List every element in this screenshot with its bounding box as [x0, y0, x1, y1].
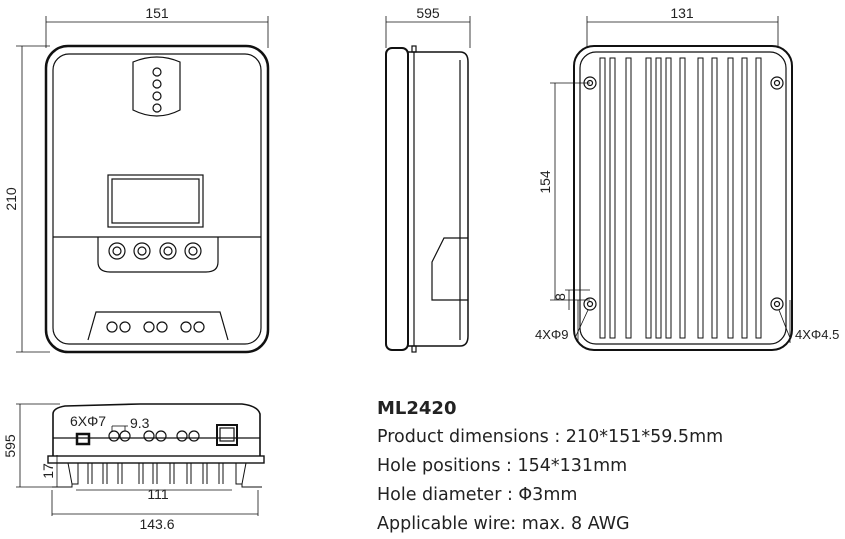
front-view: [16, 16, 270, 354]
spec-wire: Applicable wire: max. 8 AWG: [377, 514, 630, 534]
front-width-label: 151: [145, 5, 169, 21]
bottom-height-label: 595: [2, 434, 18, 458]
product-specs: ML2420 Product dimensions : 210*151*59.5…: [377, 394, 723, 539]
side-depth-label: 595: [416, 5, 440, 21]
front-height-label: 210: [3, 187, 19, 211]
spec-hole-positions: Hole positions : 154*131mm: [377, 456, 628, 476]
hole-spacing-label: 154: [537, 170, 553, 194]
pitch-label: 9.3: [130, 415, 150, 431]
offset-label: 8: [552, 293, 568, 301]
fin-height-label: 17: [40, 463, 56, 479]
terminal-label: 6XΦ7: [70, 413, 106, 429]
hole-left-label: 4XΦ9: [535, 327, 569, 342]
inner-width-label: 111: [147, 486, 168, 502]
spec-dimensions: Product dimensions : 210*151*59.5mm: [377, 427, 724, 447]
back-width-label: 131: [670, 5, 694, 21]
back-view: [550, 16, 793, 351]
hole-right-label: 4XΦ4.5: [795, 327, 839, 342]
model-name: ML2420: [377, 398, 457, 419]
spec-hole-diameter: Hole diameter : Φ3mm: [377, 485, 578, 505]
bottom-view: [16, 403, 265, 516]
outer-width-label: 143.6: [139, 516, 174, 532]
side-view: [385, 16, 471, 353]
